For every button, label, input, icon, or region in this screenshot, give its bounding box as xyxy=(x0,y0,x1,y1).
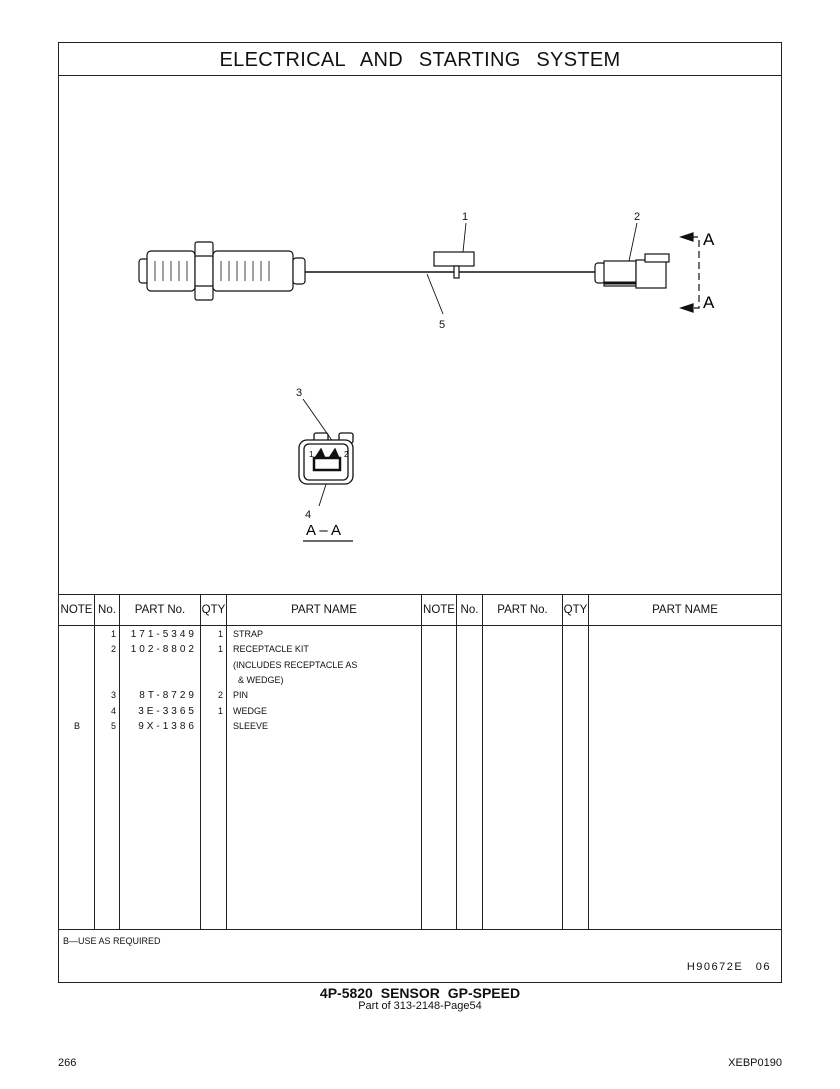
item-number-cell: 1 xyxy=(110,629,116,639)
part-name-cell: STRAP xyxy=(233,629,264,639)
item-number-cell: 3 xyxy=(110,690,116,701)
note-cell xyxy=(59,688,95,703)
item-number-cell: 2 xyxy=(110,644,116,655)
qty-cell xyxy=(201,673,223,688)
item-number-cell: 5 xyxy=(110,720,116,731)
header-part-no-2: PART No. xyxy=(483,595,563,625)
part-name-cell: (INCLUDES RECEPTACLE AS xyxy=(233,659,358,670)
section-marker-top: A xyxy=(703,230,715,249)
section-marker xyxy=(679,232,700,313)
header-qty-2: QTY xyxy=(563,595,589,625)
note-cell xyxy=(59,673,95,688)
header-note-2: NOTE xyxy=(422,595,457,625)
part-name-cell: PIN xyxy=(233,690,249,701)
note-cell xyxy=(59,642,95,657)
note-cell xyxy=(59,704,95,719)
part-number-cell: 9X-1386 xyxy=(138,720,197,732)
item-number-cell xyxy=(95,673,116,688)
callout-2: 2 xyxy=(634,211,640,223)
qty-cell: 1 xyxy=(217,705,223,716)
speed-sensor-body xyxy=(138,241,306,301)
callout-4: 4 xyxy=(305,509,311,521)
part-number-cell: 8T-8729 xyxy=(139,690,197,702)
qty-cell xyxy=(201,719,223,734)
header-no-2: No. xyxy=(457,595,483,625)
part-name-cell: & WEDGE) xyxy=(233,674,284,685)
assembly-subcaption: Part of 313-2148-Page54 xyxy=(358,1000,482,1012)
footnote: B—USE AS REQUIRED xyxy=(63,936,161,946)
item-number-cell xyxy=(95,658,116,673)
part-name-cell: SLEEVE xyxy=(233,720,269,731)
assembly-caption: 4P-5820 SENSOR GP-SPEED xyxy=(319,985,521,1001)
receptacle-section-view xyxy=(298,432,354,485)
part-number-cell: 102-8802 xyxy=(130,644,197,656)
note-cell xyxy=(59,658,95,673)
callout-1: 1 xyxy=(462,211,468,223)
section-title: ELECTRICAL AND STARTING SYSTEM xyxy=(59,43,781,76)
part-number-cell xyxy=(120,673,197,688)
part-name-cell: RECEPTACLE KIT xyxy=(233,644,309,655)
parts-page-frame: ELECTRICAL AND STARTING SYSTEM xyxy=(58,42,782,983)
qty-cell: 2 xyxy=(217,690,223,701)
part-number-cell: 171-5349 xyxy=(130,629,197,640)
note-cell xyxy=(59,627,95,642)
document-id: XEBP0190 xyxy=(728,1057,782,1069)
drawing-code: H90672E 06 xyxy=(686,961,771,973)
header-note: NOTE xyxy=(59,595,95,625)
header-part-name: PART NAME xyxy=(227,595,422,625)
pin-label-2: 2 xyxy=(344,450,349,459)
page-number: 266 xyxy=(58,1057,77,1069)
part-number-cell xyxy=(120,658,197,673)
qty-cell xyxy=(201,658,223,673)
qty-cell: 1 xyxy=(217,629,223,639)
parts-diagram: A A 1 2 3 4 5 1 2 A – A xyxy=(138,211,715,542)
receptacle xyxy=(594,253,670,289)
part-name-cell: WEDGE xyxy=(233,705,268,716)
pin-label-1: 1 xyxy=(309,450,314,459)
section-marker-bottom: A xyxy=(703,293,715,312)
qty-cell: 1 xyxy=(217,644,223,655)
item-number-cell: 4 xyxy=(110,705,116,716)
callout-5: 5 xyxy=(439,319,445,331)
strap xyxy=(433,251,475,279)
note-cell: B xyxy=(73,720,80,731)
header-qty: QTY xyxy=(201,595,227,625)
callout-3: 3 xyxy=(296,387,302,399)
header-part-no: PART No. xyxy=(120,595,201,625)
section-label: A – A xyxy=(306,522,341,539)
header-part-name-2: PART NAME xyxy=(652,604,718,616)
part-number-cell: 3E-3365 xyxy=(138,705,197,717)
header-no: No. xyxy=(95,595,120,625)
table-header: NOTE No. PART No. QTY PART NAME NOTE No.… xyxy=(59,594,781,626)
